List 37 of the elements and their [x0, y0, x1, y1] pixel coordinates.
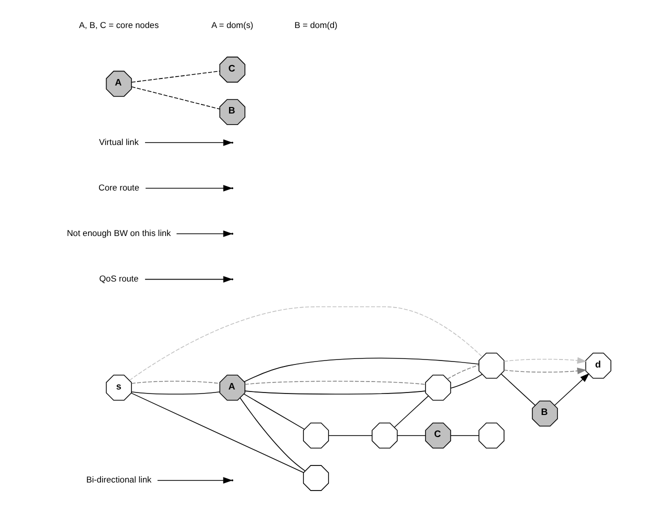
node-text: QoS route [98, 274, 138, 284]
connector [394, 396, 428, 428]
arrow [503, 357, 586, 364]
label: B = dom(d) [294, 20, 337, 30]
node-text: Not enough BW on this link [66, 228, 170, 238]
connector [130, 392, 304, 473]
connector [130, 380, 220, 384]
connector [242, 394, 304, 430]
connector [396, 435, 426, 436]
label: A = dom(s) [210, 20, 253, 30]
node-octagon [424, 374, 451, 401]
connector [130, 391, 220, 395]
connector [128, 306, 482, 381]
connector [239, 398, 305, 472]
connector [328, 435, 372, 436]
connector [450, 435, 479, 436]
connector [500, 374, 536, 406]
connector [130, 70, 220, 83]
arrow [503, 368, 586, 374]
arrow [156, 477, 232, 484]
node-octagon [371, 422, 398, 449]
node-text: Virtual link [98, 136, 138, 147]
connector [244, 380, 426, 385]
node-octagon [302, 465, 328, 491]
connector [446, 364, 479, 380]
node-text: Bi-directional link [86, 474, 151, 485]
connector [450, 374, 482, 389]
arrow [554, 373, 589, 406]
node-octagon [478, 352, 504, 379]
node-octagon [302, 422, 328, 449]
connector [243, 358, 479, 382]
arrow [144, 139, 232, 146]
node-octagon [478, 422, 504, 449]
node-text: Core route [98, 182, 139, 192]
connector [130, 86, 220, 110]
label: A, B, C = core nodes [78, 20, 158, 30]
connector [244, 390, 426, 395]
